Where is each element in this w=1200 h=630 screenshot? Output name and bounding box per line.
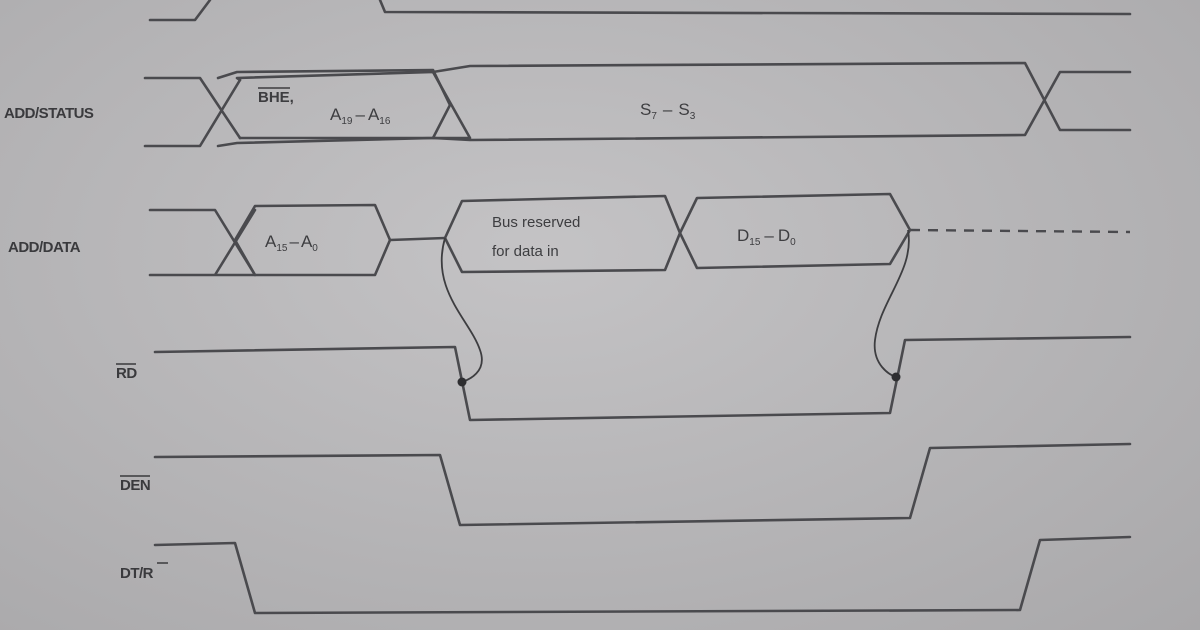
dtr-waveform	[153, 535, 1132, 615]
top-trace-left	[148, 0, 212, 22]
add-status-waveform	[143, 61, 1132, 148]
segment-a19-a16: A19–A16	[330, 105, 391, 127]
segment-d15-d0: D15–D0	[737, 226, 796, 248]
rd-fall-marker	[457, 377, 467, 387]
signal-label-add-status: ADD/STATUS	[4, 105, 94, 122]
signal-label-add-data: ADD/DATA	[8, 239, 81, 256]
segment-bus-reserved-line2: for data in	[492, 243, 559, 260]
top-trace-right	[378, 0, 1132, 16]
segment-bus-reserved-line1: Bus reserved	[492, 214, 580, 231]
add-data-waveform	[148, 192, 1131, 277]
segment-a15-a0: A15–A0	[265, 232, 318, 254]
signal-label-den: DEN	[120, 477, 150, 494]
rd-rise-marker	[891, 372, 901, 382]
signal-label-dtr: DT/R	[120, 565, 154, 582]
segment-s7-s3: S7–S3	[640, 100, 696, 122]
segment-bhe: BHE,	[258, 89, 294, 106]
rd-waveform	[153, 229, 1132, 422]
den-waveform	[153, 442, 1132, 527]
signal-label-rd: RD	[116, 365, 137, 382]
